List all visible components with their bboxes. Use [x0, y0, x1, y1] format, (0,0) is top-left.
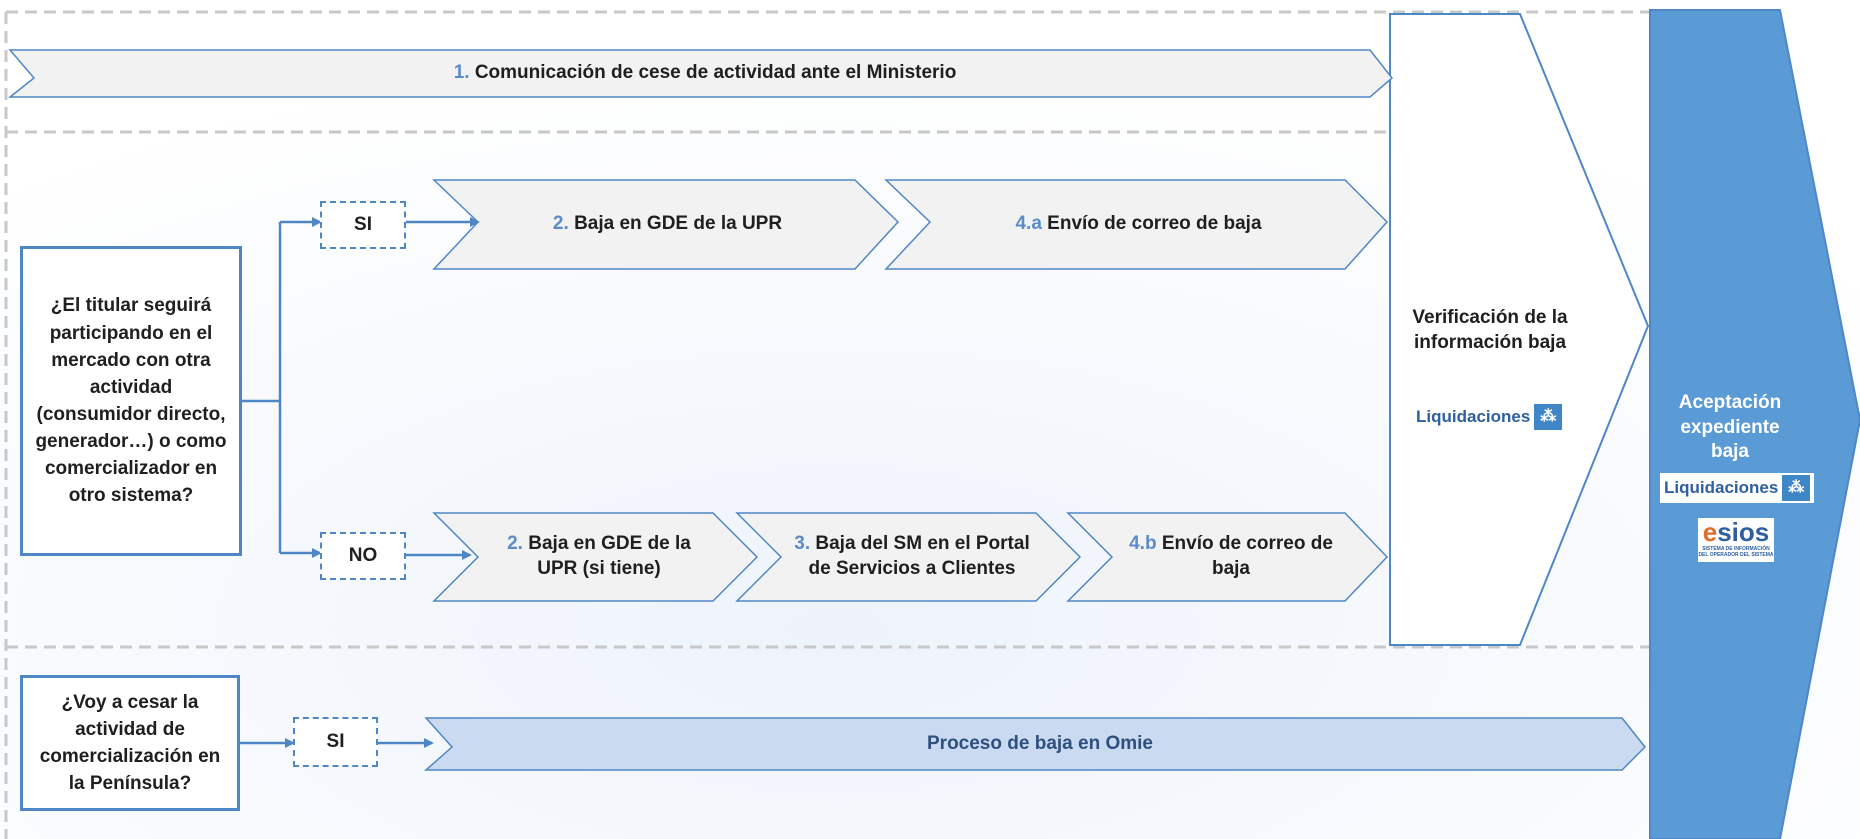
step1-number: 1.	[453, 62, 470, 84]
final-liquidaciones-logo: Liquidaciones ⁂	[1660, 473, 1815, 503]
choice-si: SI	[320, 201, 406, 249]
esios-logo: esios SISTEMA DE INFORMACIÓN DEL OPERADO…	[1698, 518, 1774, 562]
verification-label: Verificación de la información baja	[1400, 286, 1580, 376]
verification-text: Verificación de la información baja	[1412, 307, 1568, 353]
no-step2-label: 2. Baja en GDE de la UPR (si tiene)	[486, 513, 712, 601]
no-step4b-label: 4.b Envío de correo de baja	[1120, 513, 1342, 601]
si-step4a-label: 4.a Envío de correo de baja	[932, 180, 1345, 269]
question2-box: ¿Voy a cesar la actividad de comercializ…	[20, 675, 240, 811]
esios-logo-word: sios	[1717, 517, 1770, 547]
si-step4a-chevron	[884, 179, 1389, 270]
no-step3-number: 3.	[794, 533, 811, 555]
no-step3-label: 3. Baja del SM en el Portal de Servicios…	[790, 513, 1034, 601]
step1-arrow	[7, 49, 1394, 98]
no-step2-text: Baja en GDE de la UPR (si tiene)	[528, 533, 691, 579]
omie-text: Proceso de baja en Omie	[927, 732, 1153, 754]
no-step3-text: Baja del SM en el Portal de Servicios a …	[808, 533, 1030, 579]
final-logo-text: Liquidaciones	[1664, 478, 1779, 497]
si-step4a-number: 4.a	[1015, 213, 1042, 235]
si-step2-text: Baja en GDE de la UPR	[574, 213, 783, 235]
question2-text: ¿Voy a cesar la actividad de comercializ…	[39, 691, 221, 795]
choice-omie-si-label: SI	[326, 731, 345, 752]
no-step2-chevron	[432, 512, 759, 602]
question1-box: ¿El titular seguirá participando en el m…	[20, 246, 242, 556]
no-step4b-text: Envío de correo de baja	[1161, 533, 1333, 579]
final-label: Aceptación expediente baja	[1660, 383, 1800, 473]
si-step4a-text: Envío de correo de baja	[1047, 213, 1262, 235]
no-step4b-chevron	[1066, 512, 1389, 602]
verification-liquidaciones-logo: Liquidaciones ⁂	[1416, 404, 1563, 430]
final-acceptance-arrow	[1649, 9, 1860, 839]
no-step4b-number: 4.b	[1129, 533, 1157, 555]
final-text: Aceptación expediente baja	[1678, 391, 1782, 463]
esios-logo-tagline: SISTEMA DE INFORMACIÓN DEL OPERADOR DEL …	[1698, 546, 1774, 558]
liquidaciones-icon: ⁂	[1534, 404, 1563, 430]
choice-si-label: SI	[354, 214, 372, 235]
question1-connectors	[241, 217, 480, 560]
choice-no: NO	[320, 532, 406, 580]
si-step2-label: 2. Baja en GDE de la UPR	[480, 180, 855, 269]
esios-logo-e: e	[1702, 517, 1718, 547]
no-step2-number: 2.	[507, 533, 523, 555]
section-separators	[4, 10, 1665, 839]
verification-chevron	[1389, 13, 1650, 646]
no-step3-chevron	[735, 512, 1082, 602]
verification-logo-text: Liquidaciones	[1416, 407, 1531, 426]
liquidaciones-icon: ⁂	[1782, 475, 1811, 501]
step1-label: 1. Comunicación de cese de actividad ant…	[40, 50, 1370, 97]
choice-omie-si: SI	[293, 717, 378, 767]
omie-arrow	[424, 717, 1647, 771]
choice-no-label: NO	[348, 545, 378, 566]
omie-label: Proceso de baja en Omie	[460, 718, 1620, 770]
question1-text: ¿El titular seguirá participando en el m…	[35, 295, 227, 507]
step1-text: Comunicación de cese de actividad ante e…	[474, 62, 957, 84]
si-step2-number: 2.	[552, 213, 569, 235]
